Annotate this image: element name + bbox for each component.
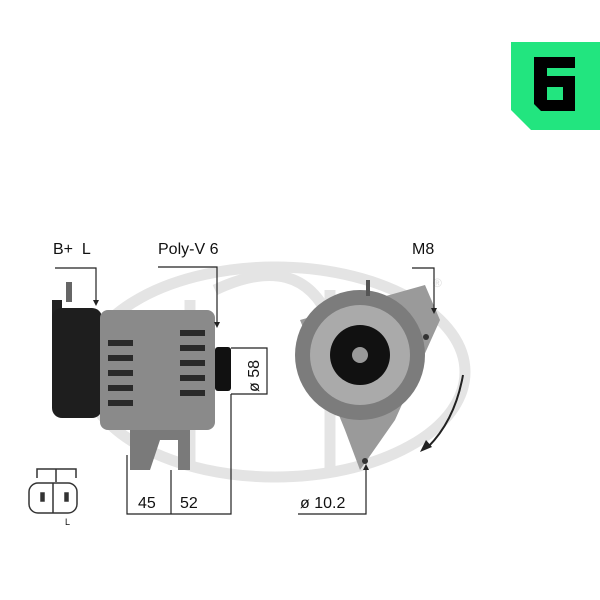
terminals-leader (55, 267, 97, 300)
pulley-dim (231, 347, 268, 395)
hole-dim (298, 470, 367, 515)
terminals-label: B+ L (53, 241, 91, 258)
alternator-front-view (295, 280, 440, 470)
belt-label: Poly-V 6 (158, 241, 219, 258)
thread-leader (412, 267, 435, 308)
belt-leader (158, 266, 218, 322)
hole-diameter-label: ø 10.2 (300, 495, 345, 512)
alternator-side-view (52, 282, 231, 470)
thread-label: M8 (412, 241, 434, 258)
dim-a-label: 45 (138, 495, 156, 512)
brand-e-icon (534, 57, 575, 111)
brand-badge (511, 42, 600, 130)
dim-b-label: 52 (180, 495, 198, 512)
connector-pin-label: L (65, 517, 70, 527)
width-dim (126, 394, 232, 515)
registered-mark: ® (433, 276, 442, 290)
connector-icon (28, 468, 78, 514)
pulley-diameter-label: ø 58 (246, 360, 263, 392)
rotation-arrow-icon (427, 374, 464, 448)
